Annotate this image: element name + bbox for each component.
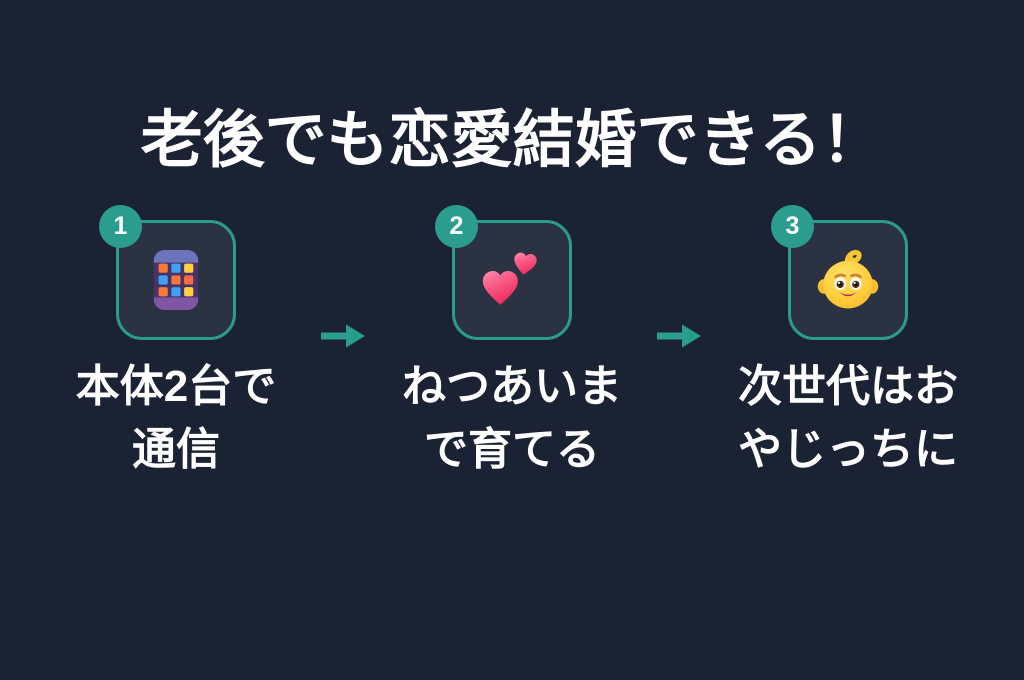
step-2-card <box>452 220 572 341</box>
arrow-right-icon <box>657 324 701 348</box>
step-2-number-badge: 2 <box>435 205 478 249</box>
step-3: 3 <box>708 205 988 481</box>
step-1-card <box>116 220 236 341</box>
arrow-2-wrap <box>652 205 708 351</box>
arrow-right-icon <box>321 324 365 348</box>
step-2-card-wrap: 2 <box>435 205 572 341</box>
steps-row: 1 <box>0 205 1024 481</box>
step-3-caption: 次世代はお やじっちに <box>738 362 958 474</box>
step-1-caption: 本体2台で 通信 <box>75 362 277 474</box>
step-3-number-badge: 3 <box>771 205 814 249</box>
step-1-number-badge: 1 <box>99 205 142 249</box>
phone-with-apps-emoji-icon <box>153 250 199 311</box>
step-1-card-wrap: 1 <box>99 205 236 341</box>
step-3-card-wrap: 3 <box>771 205 908 341</box>
baby-emoji-icon <box>817 250 879 309</box>
page-title: 老後でも恋愛結婚できる！ <box>140 106 884 175</box>
slide: 老後でも恋愛結婚できる！ 1 <box>0 104 1024 680</box>
step-1: 1 <box>36 205 316 481</box>
step-2: 2 ねつあいま で育てる <box>372 205 652 481</box>
step-2-caption: ねつあいま で育てる <box>402 362 622 474</box>
arrow-1-wrap <box>316 205 372 351</box>
two-hearts-emoji-icon <box>482 252 537 305</box>
